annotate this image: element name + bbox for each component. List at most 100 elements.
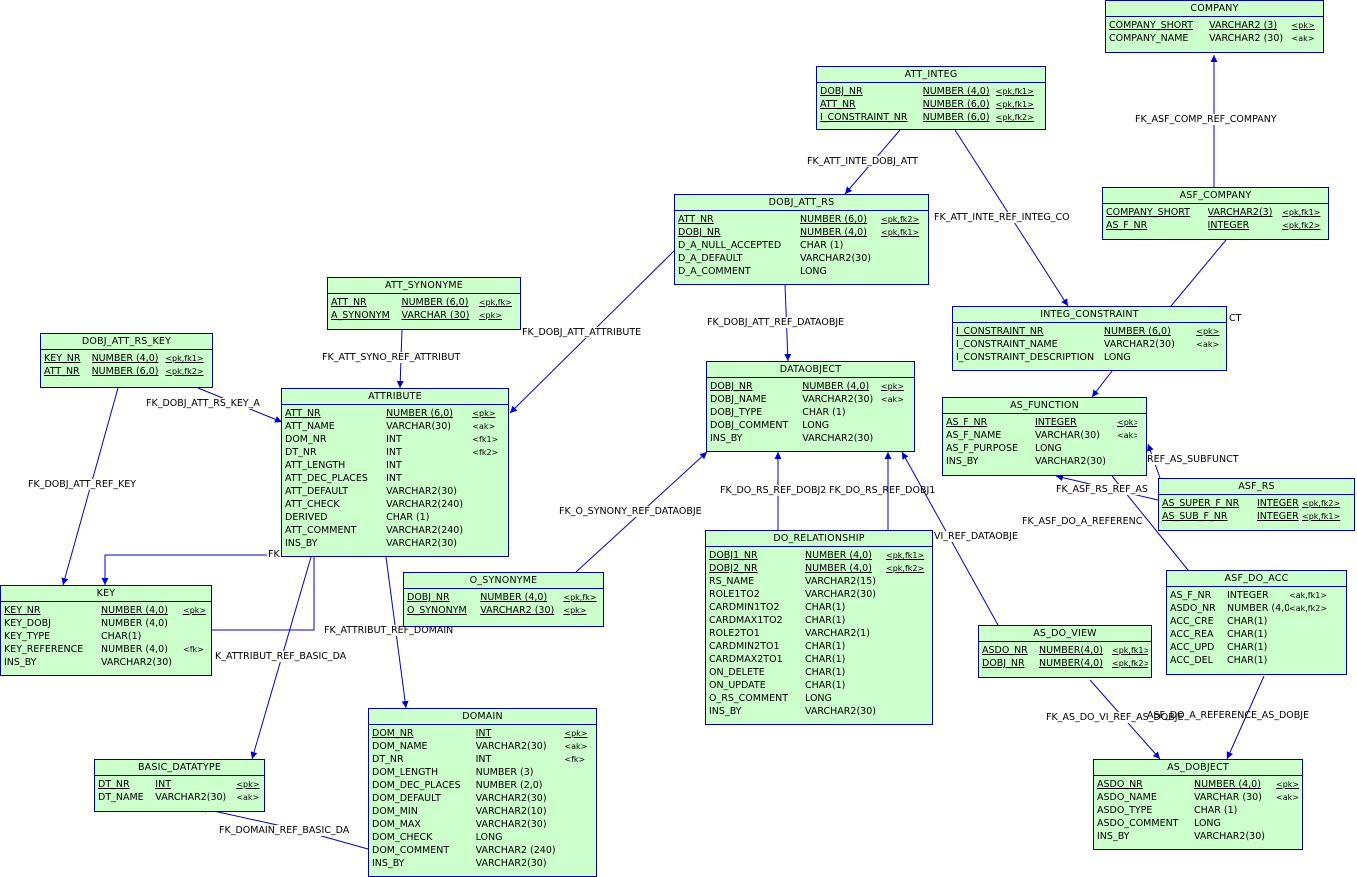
- column-key-tag: [1289, 615, 1335, 628]
- column-key-tag: <pk>: [563, 606, 587, 615]
- column-key-tag: <fk>: [183, 645, 204, 654]
- column-type: NUMBER (2,0): [475, 780, 543, 791]
- column-name: DOM_NR: [285, 434, 327, 445]
- entity-title: BASIC_DATATYPE: [95, 760, 264, 776]
- column-name: DT_NAME: [98, 792, 144, 803]
- column-name: DOBJ_NR: [820, 86, 863, 97]
- column-type: NUMBER (6,0): [922, 112, 990, 123]
- column-type: LONG: [1035, 443, 1062, 454]
- column-key-tag: <pk>: [1291, 21, 1315, 30]
- column-name: AS_SUPER_F_NR: [1162, 498, 1240, 509]
- column-type: VARCHAR2(30): [802, 394, 874, 405]
- label-fk-att-inte-ref-integ-co: FK_ATT_INTE_REF_INTEG_CO: [933, 212, 1071, 223]
- column-name: ATT_NR: [44, 366, 80, 377]
- column-name: I_CONSTRAINT_NR: [956, 326, 1044, 337]
- column-type: CHAR (1): [800, 240, 844, 251]
- column-key-tag: [886, 588, 926, 601]
- column-key-tag: <fk1>: [472, 435, 499, 444]
- column-key-tag: <ak>: [1276, 793, 1299, 802]
- column-type: NUMBER (4,0): [802, 381, 870, 392]
- entity-title: AS_DOBJECT: [1094, 760, 1302, 776]
- column-name: A_SYNONYM: [331, 310, 390, 321]
- column-key-tag: <ak>: [564, 742, 588, 751]
- column-name: D_A_DEFAULT: [678, 253, 743, 264]
- column-type: NUMBER (4,0): [101, 605, 168, 616]
- column-key-tag: <pk>: [880, 382, 905, 391]
- column-key-tag: [183, 656, 207, 669]
- entity-title: ATT_INTEG: [817, 67, 1045, 83]
- column-key-tag: <pk>: [564, 729, 588, 738]
- column-key-tag: <pk,fk2>: [995, 113, 1034, 122]
- column-type: CHAR(1): [1227, 655, 1268, 666]
- column-key-tag: [564, 844, 594, 857]
- column-key-tag: [886, 653, 926, 666]
- column-name: DOM_COMMENT: [372, 845, 450, 856]
- column-type: NUMBER(4,0): [1039, 658, 1103, 669]
- column-key-tag: <pk,fk>: [478, 298, 512, 307]
- label-fk-do-rs-ref-dobj1: FK_DO_RS_REF_DOBJ1: [829, 485, 936, 496]
- column-type: INT: [386, 447, 402, 458]
- column-key-tag: [564, 831, 594, 844]
- column-name: DOBJ_TYPE: [710, 407, 763, 418]
- column-name: CARDMAX2TO1: [709, 654, 783, 665]
- column-name: KEY_DOBJ: [4, 618, 51, 629]
- column-name: ACC_REA: [1170, 629, 1214, 640]
- column-type: NUMBER(4,0): [1039, 645, 1103, 656]
- label-fk-o-synony-ref-dataobje: FK_O_SYNONY_REF_DATAOBJE: [558, 506, 703, 517]
- column-key-tag: <pk,fk1>: [1282, 208, 1321, 217]
- column-type: INT: [386, 473, 402, 484]
- label-fk-asf-comp-ref-company: FK_ASF_COMP_REF_COMPANY: [1134, 114, 1278, 125]
- column-key-tag: <pk,fk2>: [881, 215, 920, 224]
- label-fk-dobj-att-ref-key: FK_DOBJ_ATT_REF_KEY: [27, 479, 138, 490]
- column-key-tag: [886, 601, 926, 614]
- link-integ-constraint-as-function: [1091, 370, 1113, 398]
- column-key-tag: <pk,fk1>: [995, 87, 1034, 96]
- column-name: INS_BY: [709, 706, 742, 717]
- column-type: CHAR(1): [805, 667, 846, 678]
- column-key-tag: [881, 239, 925, 252]
- column-key-tag: [472, 472, 506, 485]
- column-name: I_CONSTRAINT_DESCRIPTION: [956, 352, 1095, 363]
